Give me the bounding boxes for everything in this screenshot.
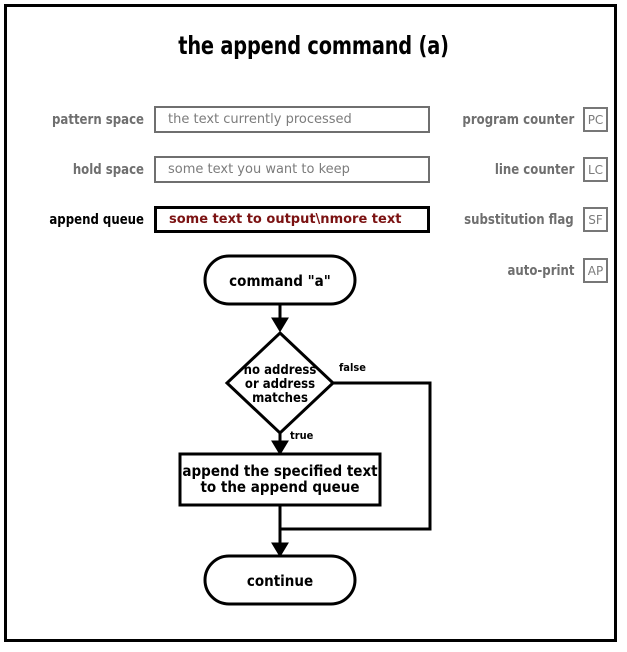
pattern-space-label: pattern space <box>52 111 144 128</box>
flow-node-start-label: command "a" <box>229 272 331 290</box>
append-queue-row: append queue some text to output\nmore t… <box>19 206 434 233</box>
line-counter-box[interactable]: LC <box>583 157 608 182</box>
pattern-space-row: pattern space the text currently process… <box>19 106 434 133</box>
hold-space-row: hold space some text you want to keep <box>19 156 434 183</box>
auto-print-label: auto-print <box>506 262 574 279</box>
edge-true-label: true <box>290 429 314 442</box>
flow-node-decision-line2: or address <box>245 377 315 392</box>
flow-node-start[interactable]: command "a" <box>203 254 357 306</box>
edge-false-label: false <box>339 361 366 374</box>
flow-node-end[interactable]: continue <box>203 554 357 606</box>
flow-node-process-line2: to the append queue <box>200 478 359 496</box>
program-counter-label: program counter <box>462 111 574 128</box>
flow-node-process[interactable]: append the specified text to the append … <box>178 452 382 507</box>
flowchart: command "a" no address or address matche… <box>178 254 432 606</box>
auto-print-box[interactable]: AP <box>583 258 608 283</box>
edge-false <box>280 381 432 531</box>
flow-node-process-line1: append the specified text <box>182 462 378 480</box>
hold-space-field[interactable]: some text you want to keep <box>154 156 430 183</box>
substitution-flag-label: substitution flag <box>464 211 574 228</box>
page-title: the append command (a) <box>178 31 449 60</box>
flow-node-decision-line1: no address <box>244 363 317 378</box>
pattern-space-field[interactable]: the text currently processed <box>154 106 430 133</box>
flow-node-decision-line3: matches <box>252 391 308 406</box>
diagram-frame: the append command (a) pattern space the… <box>4 4 617 642</box>
append-queue-label: append queue <box>49 211 144 228</box>
substitution-flag-box[interactable]: SF <box>583 207 608 232</box>
flow-node-decision[interactable]: no address or address matches <box>224 330 336 436</box>
append-queue-field[interactable]: some text to output\nmore text <box>154 206 430 233</box>
program-counter-row: program counter PC <box>437 107 608 132</box>
line-counter-label: line counter <box>494 161 574 178</box>
auto-print-row: auto-print AP <box>437 258 608 283</box>
program-counter-box[interactable]: PC <box>583 107 608 132</box>
substitution-flag-row: substitution flag SF <box>437 207 608 232</box>
hold-space-label: hold space <box>72 161 144 178</box>
line-counter-row: line counter LC <box>437 157 608 182</box>
flow-node-end-label: continue <box>247 572 313 590</box>
